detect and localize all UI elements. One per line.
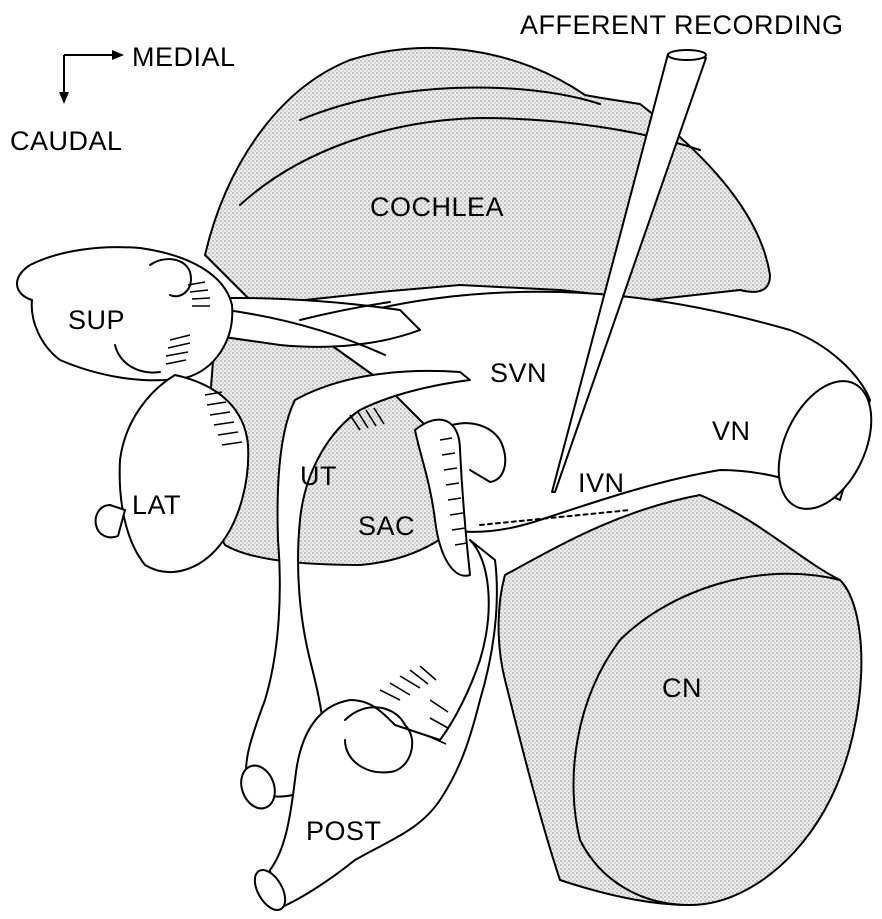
caudal-arrow-icon	[59, 92, 69, 104]
orientation-indicator	[59, 50, 124, 104]
vn-label: VN	[712, 416, 751, 446]
medial-arrow-icon	[112, 50, 124, 60]
cn-label: CN	[662, 673, 702, 703]
sac-label: SAC	[358, 511, 415, 541]
medial-label: MEDIAL	[132, 42, 236, 72]
post-label: POST	[306, 816, 382, 846]
lat-label: LAT	[132, 490, 181, 520]
svn-label: SVN	[490, 358, 547, 388]
cochlea-label: COCHLEA	[370, 192, 504, 222]
electrode-label: AFFERENT RECORDING	[520, 10, 844, 40]
sup-label: SUP	[68, 305, 125, 335]
ivn-label: IVN	[578, 468, 625, 498]
ut-label: UT	[300, 461, 337, 491]
caudal-label: CAUDAL	[10, 126, 123, 156]
